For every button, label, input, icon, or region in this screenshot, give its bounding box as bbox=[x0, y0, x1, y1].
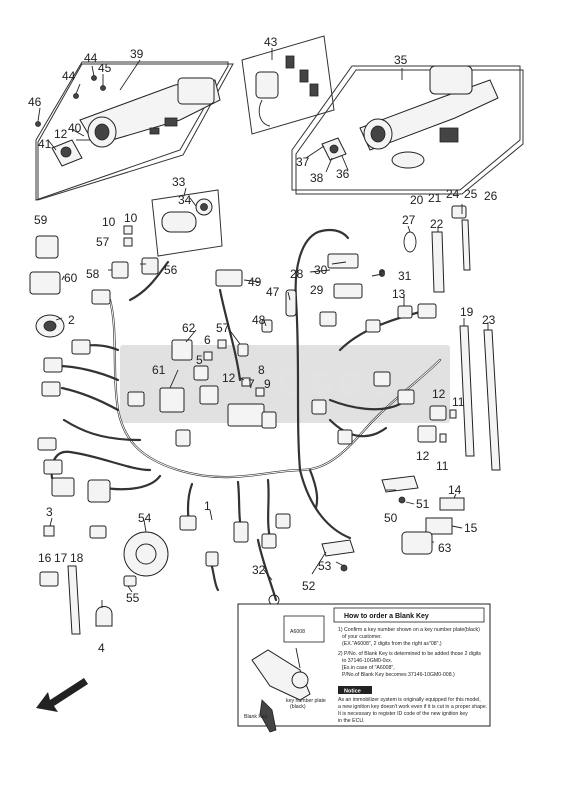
svg-text:As an immobilizer system is or: As an immobilizer system is originally e… bbox=[338, 697, 481, 703]
svg-text:2) P/No. of Blank Key is deter: 2) P/No. of Blank Key is determined to b… bbox=[338, 651, 481, 657]
handlebar-switch-assembly-box-right bbox=[291, 65, 524, 195]
label-26: 26 bbox=[484, 189, 498, 203]
svg-text:(EX."A6008", 2 digits from the: (EX."A6008", 2 digits from the right as"… bbox=[342, 641, 442, 647]
svg-text:It is necessary to register ID: It is necessary to register ID code of t… bbox=[338, 711, 468, 717]
label-59: 59 bbox=[34, 213, 48, 227]
label-12c: 12 bbox=[432, 387, 446, 401]
label-63: 63 bbox=[438, 541, 452, 555]
label-49: 49 bbox=[248, 275, 262, 289]
label-51: 51 bbox=[416, 497, 430, 511]
label-21: 21 bbox=[428, 191, 442, 205]
label-44b: 44 bbox=[62, 69, 76, 83]
label-33: 33 bbox=[172, 175, 186, 189]
label-24: 24 bbox=[446, 187, 460, 201]
ignition-parts-box-33 bbox=[151, 189, 223, 257]
label-16: 16 bbox=[38, 551, 52, 565]
label-40: 40 bbox=[68, 121, 82, 135]
svg-text:in the ECU.: in the ECU. bbox=[338, 718, 365, 724]
label-11a: 11 bbox=[452, 395, 465, 409]
svg-text:P/No.of Blank Key becomes 3714: P/No.of Blank Key becomes 37146-10GM0-00… bbox=[342, 672, 455, 678]
label-31: 31 bbox=[398, 269, 412, 283]
leader-lines bbox=[37, 48, 489, 608]
plate-code: A6008 bbox=[290, 629, 305, 635]
part-shapes bbox=[29, 75, 501, 635]
part-number-labels: 39 44 44 45 46 41 12 40 43 35 37 38 36 3… bbox=[28, 35, 498, 655]
label-4: 4 bbox=[98, 641, 105, 655]
label-10a: 10 bbox=[102, 215, 116, 229]
svg-text:to 37146-10GM0-0xx.: to 37146-10GM0-0xx. bbox=[342, 658, 392, 664]
label-43: 43 bbox=[264, 35, 278, 49]
label-34: 34 bbox=[178, 193, 192, 207]
label-47: 47 bbox=[266, 285, 280, 299]
svg-text:Notice: Notice bbox=[344, 689, 361, 695]
label-48: 48 bbox=[252, 313, 266, 327]
label-3: 3 bbox=[46, 505, 53, 519]
label-44a: 44 bbox=[84, 51, 98, 65]
handlebar-switch-assembly-box-left bbox=[35, 61, 234, 201]
label-58: 58 bbox=[86, 267, 100, 281]
label-5: 5 bbox=[196, 353, 203, 367]
svg-text:(black): (black) bbox=[290, 704, 306, 710]
label-42: 12 bbox=[54, 127, 68, 141]
label-37: 37 bbox=[296, 155, 310, 169]
switch-parts-box-43 bbox=[241, 35, 335, 135]
svg-text:[Ex.in case of "A6008",: [Ex.in case of "A6008", bbox=[342, 665, 395, 671]
label-55: 55 bbox=[126, 591, 140, 605]
label-17: 17 bbox=[54, 551, 68, 565]
label-12d: 12 bbox=[416, 449, 430, 463]
label-13: 13 bbox=[392, 287, 406, 301]
label-60: 60 bbox=[64, 271, 78, 285]
label-14: 14 bbox=[448, 483, 462, 497]
label-52: 52 bbox=[302, 579, 316, 593]
label-53: 53 bbox=[318, 559, 332, 573]
label-30: 30 bbox=[314, 263, 328, 277]
label-38: 38 bbox=[310, 171, 324, 185]
blank-key-title: How to order a Blank Key bbox=[344, 613, 429, 620]
label-32: 32 bbox=[252, 563, 266, 577]
label-8: 8 bbox=[258, 363, 265, 377]
label-61: 61 bbox=[152, 363, 166, 377]
label-45: 45 bbox=[98, 61, 112, 75]
label-39: 39 bbox=[130, 47, 144, 61]
label-22: 22 bbox=[430, 217, 444, 231]
label-54: 54 bbox=[138, 511, 152, 525]
label-25: 25 bbox=[464, 187, 478, 201]
label-6: 6 bbox=[204, 333, 211, 347]
label-18: 18 bbox=[70, 551, 84, 565]
label-35: 35 bbox=[394, 53, 408, 67]
label-7: 7 bbox=[248, 377, 255, 391]
label-9: 9 bbox=[264, 377, 271, 391]
label-27: 27 bbox=[402, 213, 416, 227]
svg-text:MSP · GGGG: MSP · GGGG bbox=[150, 365, 399, 403]
label-36: 36 bbox=[336, 167, 350, 181]
svg-text:1) Confirm a key number shown: 1) Confirm a key number shown on a key n… bbox=[338, 627, 480, 633]
label-62: 62 bbox=[182, 321, 196, 335]
label-10b: 10 bbox=[124, 211, 138, 225]
label-11b: 11 bbox=[436, 459, 449, 473]
label-28: 28 bbox=[290, 267, 304, 281]
label-57a: 57 bbox=[96, 235, 110, 249]
label-20: 20 bbox=[410, 193, 424, 207]
label-19: 19 bbox=[460, 305, 474, 319]
label-2: 2 bbox=[68, 313, 75, 327]
blank-key-info-box: How to order a Blank Key 1) Confirm a ke… bbox=[237, 603, 491, 733]
label-50: 50 bbox=[384, 511, 398, 525]
label-29: 29 bbox=[310, 283, 324, 297]
label-12b: 12 bbox=[222, 371, 236, 385]
harness-connectors bbox=[37, 289, 437, 567]
svg-text:a new ignition key doesn't wor: a new ignition key doesn't work even if … bbox=[338, 704, 487, 710]
label-15: 15 bbox=[464, 521, 478, 535]
label-46: 46 bbox=[28, 95, 42, 109]
svg-text:key number plate: key number plate bbox=[286, 698, 326, 704]
label-56: 56 bbox=[164, 263, 178, 277]
label-1: 1 bbox=[204, 499, 211, 513]
blank-key-label: Blank Key bbox=[244, 714, 268, 720]
label-57b: 57 bbox=[216, 321, 230, 335]
label-23: 23 bbox=[482, 313, 496, 327]
label-41: 41 bbox=[38, 137, 52, 151]
svg-text:of your customer.: of your customer. bbox=[342, 634, 382, 640]
front-arrow-icon bbox=[36, 678, 88, 712]
